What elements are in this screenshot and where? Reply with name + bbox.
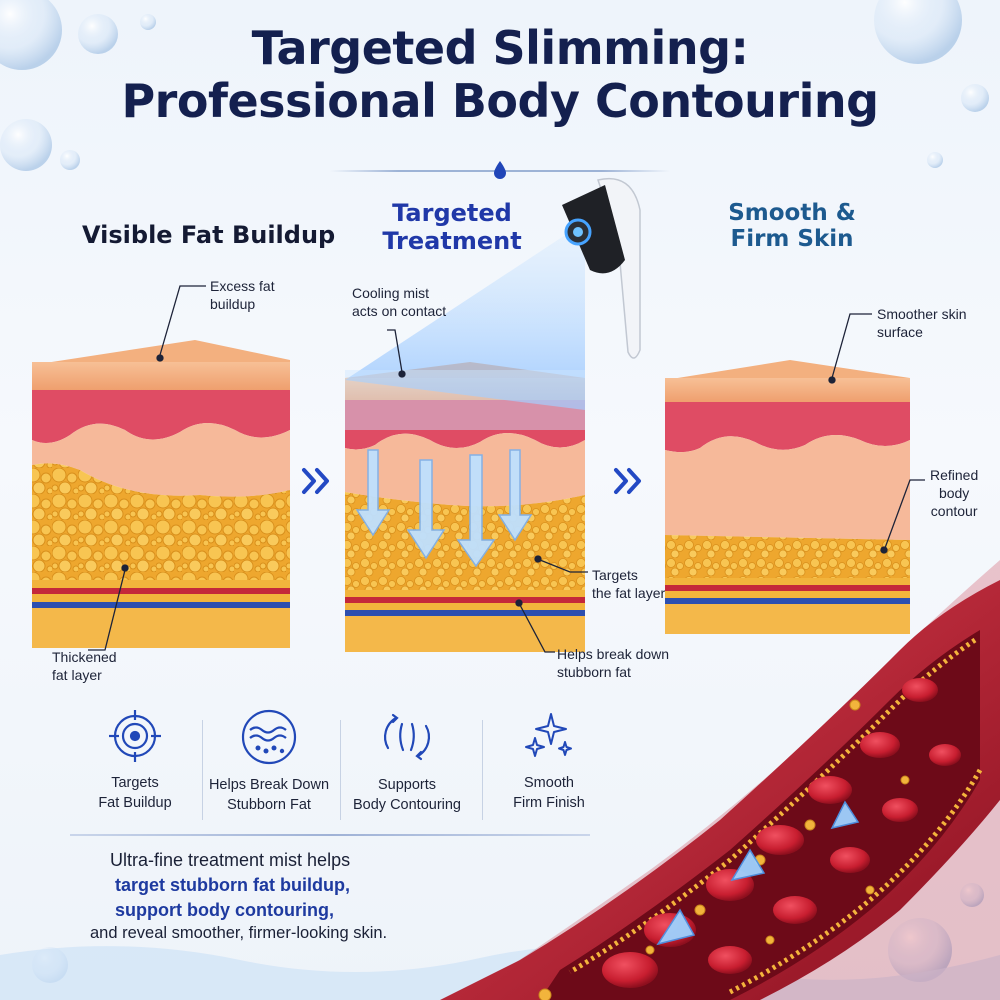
feature-divider: [482, 720, 483, 820]
page-title: Targeted Slimming: Professional Body Con…: [0, 22, 1000, 128]
skin-block-treatment: [345, 222, 585, 652]
heading-smooth-line1: Smooth &: [728, 200, 856, 226]
target-icon: [109, 710, 161, 762]
blood-vessel-illustration: [440, 560, 1000, 1000]
skin-illustrations: [32, 177, 925, 653]
callout-breaks-line1: Helps break down: [557, 646, 670, 662]
callout-cooling-mist: Cooling mist acts on contact: [352, 284, 446, 320]
callout-refined-line2: body: [938, 485, 970, 502]
title-line-1: Targeted Slimming:: [251, 21, 749, 75]
callout-excess-fat-line1: Excess fat: [210, 278, 275, 294]
fat-layer-icon: [241, 709, 297, 765]
callout-smoother-line2: surface: [877, 324, 923, 341]
skin-block-fat-buildup: [32, 340, 290, 648]
callout-refined-line3: contour: [930, 503, 978, 520]
callout-thickened-fat: Thickened fat layer: [52, 648, 117, 684]
feature-smooth-finish: Smooth Firm Finish: [484, 708, 614, 813]
heading-smooth-line2: Firm Skin: [730, 226, 854, 253]
callout-excess-fat: Excess fat buildup: [210, 277, 275, 313]
feature-label-line1: Targets: [111, 775, 159, 791]
feature-body-contouring: Supports Body Contouring: [342, 708, 472, 815]
chevron-right-icon: [302, 468, 329, 494]
callout-targets-fat: Targets the fat layer: [592, 566, 665, 602]
callout-leaders: [88, 285, 925, 653]
callout-targets-line2: the fat layer: [592, 585, 666, 602]
body-contour-icon: [383, 713, 431, 761]
feature-label: Targets Fat Buildup: [70, 774, 200, 813]
chevron-right-icon: [614, 468, 641, 494]
callout-thickened-line2: fat layer: [52, 667, 102, 684]
callout-refined-line1: Refined: [930, 467, 979, 483]
title-line-2: Professional Body Contouring: [121, 73, 879, 128]
copy-line-1: Ultra-fine treatment mist helps: [110, 850, 351, 870]
feature-bar: Targets Fat Buildup Helps Break Down Stu…: [70, 708, 590, 828]
summary-copy: Ultra-fine treatment mist helps target s…: [90, 848, 530, 945]
feature-underline: [70, 834, 590, 836]
feature-label-line1: Smooth: [524, 775, 574, 791]
copy-line-4: and reveal smoother, firmer-looking skin…: [90, 924, 388, 943]
feature-label-line1: Helps Break Down: [208, 777, 330, 793]
callout-targets-line1: Targets: [592, 567, 638, 583]
heading-targeted-line2: Treatment: [382, 226, 522, 255]
feature-targets-fat: Targets Fat Buildup: [70, 708, 200, 813]
feature-label: Supports Body Contouring: [342, 776, 472, 815]
feature-label-line1: Supports: [377, 777, 437, 793]
callout-cooling-line1: Cooling mist: [352, 285, 430, 301]
heading-targeted-treatment: Targeted Treatment: [372, 199, 532, 255]
feature-label: Smooth Firm Finish: [484, 774, 614, 813]
callout-thickened-line1: Thickened: [52, 649, 117, 665]
copy-line-3: support body contouring,: [115, 899, 334, 920]
callout-cooling-line2: acts on contact: [352, 303, 447, 320]
callout-breaks-line2: stubborn fat: [557, 664, 631, 681]
feature-label-line2: Stubborn Fat: [227, 796, 311, 813]
skin-block-smooth-skin: [665, 360, 910, 634]
callout-refined-contour: Refined body contour: [930, 466, 978, 521]
feature-label-line2: Firm Finish: [513, 794, 585, 811]
callout-smoother-skin: Smoother skin surface: [877, 305, 966, 341]
callout-breaks-down: Helps break down stubborn fat: [557, 645, 669, 681]
feature-divider: [340, 720, 341, 820]
treatment-device: [562, 177, 641, 359]
heading-targeted-line1: Targeted: [392, 199, 512, 227]
droplet-icon: [494, 161, 506, 179]
feature-label: Helps Break Down Stubborn Fat: [204, 776, 334, 815]
sparkle-icon: [525, 713, 572, 757]
feature-break-down-fat: Helps Break Down Stubborn Fat: [204, 708, 334, 815]
feature-label-line2: Body Contouring: [352, 796, 461, 813]
copy-line-2: target stubborn fat buildup,: [115, 874, 350, 895]
callout-smoother-line1: Smoother skin: [877, 306, 967, 322]
heading-visible-fat-buildup: Visible Fat Buildup: [82, 221, 336, 249]
callout-excess-fat-line2: buildup: [210, 296, 256, 313]
heading-smooth-firm-skin: Smooth & Firm Skin: [712, 200, 872, 253]
feature-divider: [202, 720, 203, 820]
feature-label-line2: Fat Buildup: [98, 794, 172, 811]
